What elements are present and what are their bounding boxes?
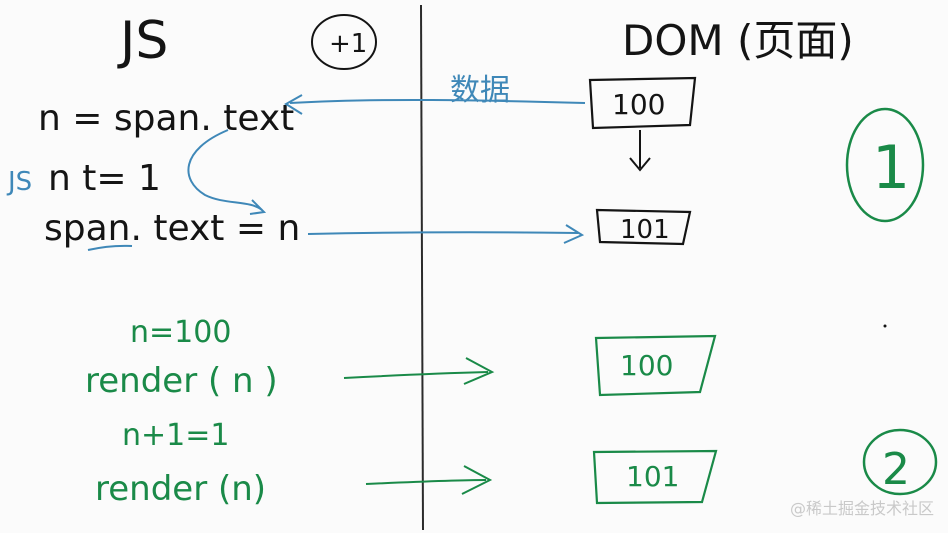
render-arrow-two-head (461, 465, 493, 495)
data-note: 数据 (450, 73, 510, 108)
write-line: span. text = n (44, 208, 300, 249)
write-arrow (307, 231, 579, 235)
render-arrow-one-head (463, 357, 495, 385)
assign-line: n=100 (130, 315, 231, 350)
render-arrow-one (343, 371, 489, 379)
dom-render-value-one: 100 (620, 349, 673, 382)
increment-line-green: n+1=1 (122, 418, 229, 453)
step-two-number: 2 (882, 444, 910, 495)
flow-curve-arrow (187, 129, 263, 211)
js-note: JS (6, 167, 32, 197)
dom-value-after: 101 (620, 215, 670, 245)
increment-line: n t= 1 (48, 158, 161, 199)
step-one-circle (845, 107, 925, 223)
center-divider (420, 4, 424, 531)
write-arrowhead (563, 224, 585, 244)
underline-stroke (87, 244, 133, 251)
stray-dot (883, 324, 887, 328)
step-two-circle (862, 428, 938, 496)
render-line-two: render (n) (95, 469, 266, 509)
read-arrowhead (284, 94, 303, 115)
dom-box-render-one (594, 334, 717, 397)
dom-box-after (595, 208, 692, 246)
dom-column-title: DOM (页面) (622, 16, 854, 65)
read-line: n = span. text (38, 98, 294, 139)
dom-value-before: 100 (612, 88, 665, 121)
read-arrow (289, 98, 586, 104)
dom-update-arrowhead (629, 157, 651, 172)
js-column-title: JS (117, 11, 168, 71)
flow-curve-arrowhead (249, 199, 267, 215)
dom-box-render-two (592, 449, 718, 505)
render-line-one: render ( n ) (85, 361, 278, 401)
watermark: @稀土掘金技术社区 (789, 499, 934, 518)
dom-box-before (588, 76, 697, 130)
plus-one-circle (311, 14, 377, 70)
plus-one-badge: +1 (329, 29, 367, 59)
render-arrow-two (365, 479, 487, 485)
step-one-number: 1 (872, 133, 910, 203)
dom-render-value-two: 101 (626, 460, 679, 493)
